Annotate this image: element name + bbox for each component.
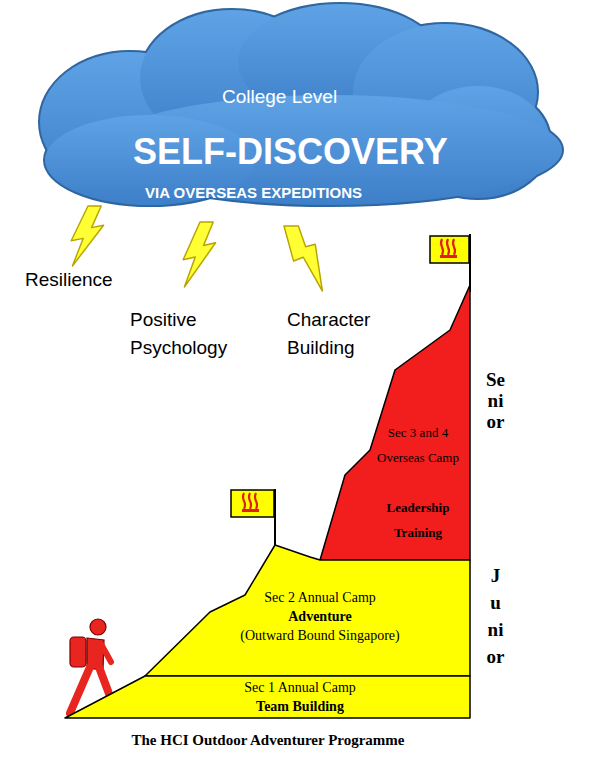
- stage-band: Sec 2 Annual CampAdventure(Outward Bound…: [145, 545, 470, 676]
- flag: [430, 234, 470, 292]
- band-text: Sec 3 and 4 Overseas Camp: [370, 420, 466, 470]
- band-title: Leadership Training: [370, 495, 466, 545]
- stage-band: Sec 1 Annual CampTeam Building: [65, 676, 470, 718]
- quality-label: Resilience: [25, 268, 145, 292]
- band-title: Team Building: [185, 698, 415, 716]
- quality-label: Character Building: [287, 306, 402, 362]
- level-heading: College Level: [222, 86, 337, 109]
- flag: [231, 489, 275, 548]
- main-heading: SELF-DISCOVERY: [133, 130, 448, 173]
- cloud-node: College LevelSELF-DISCOVERY VIA OVERSEAS …: [0, 0, 595, 215]
- sub-heading: VIA OVERSEAS EXPEDITIONS: [145, 184, 362, 202]
- band-text: Sec 2 Annual Camp: [205, 588, 435, 607]
- band-title: Adventure: [205, 607, 435, 626]
- quality-label: Positive Psychology: [130, 306, 255, 362]
- stage-label: Senior: [486, 370, 505, 433]
- cloud-shape: [0, 0, 595, 215]
- band-text: (Outward Bound Singapore): [205, 626, 435, 645]
- stage-label: Junior: [486, 562, 505, 671]
- band-text: Sec 1 Annual Camp: [185, 679, 415, 697]
- diagram-caption: The HCI Outdoor Adventurer Programme: [0, 730, 536, 750]
